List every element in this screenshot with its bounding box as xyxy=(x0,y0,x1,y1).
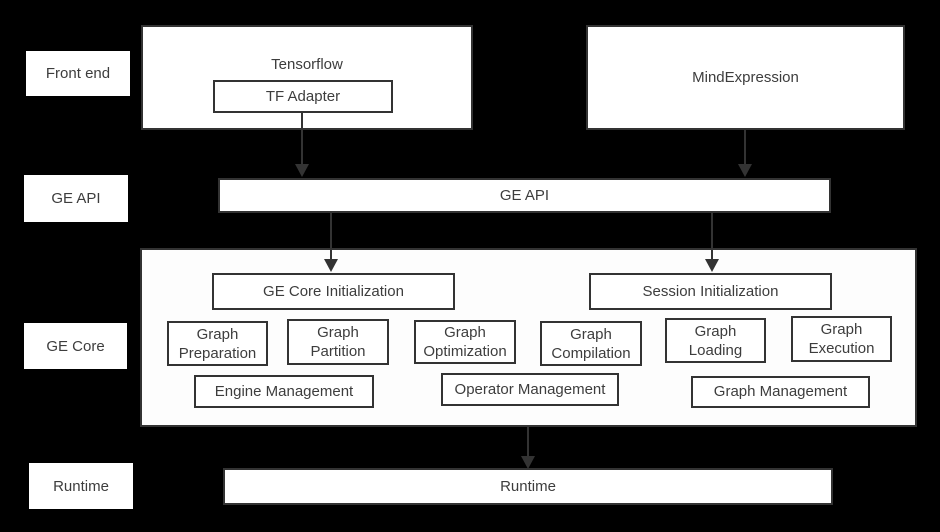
arrow-mind-expression-to-ge-api xyxy=(738,130,752,177)
row-label-ge-api: GE API xyxy=(24,175,128,222)
arrow-ge-api-to-session-initialization xyxy=(705,213,719,272)
arrow-stem xyxy=(527,427,529,457)
graph-execution-box: Graph Execution xyxy=(791,316,892,362)
graph-preparation-box: Graph Preparation xyxy=(167,321,268,366)
arrow-head-icon xyxy=(738,164,752,177)
mind-expression-box: MindExpression xyxy=(586,25,905,130)
operator-management-box: Operator Management xyxy=(441,373,619,406)
runtime-bar: Runtime xyxy=(223,468,833,505)
session-initialization-box: Session Initialization xyxy=(589,273,832,310)
graph-optimization-box: Graph Optimization xyxy=(414,320,516,364)
ge-core-initialization-box: GE Core Initialization xyxy=(212,273,455,310)
arrow-stem xyxy=(301,113,303,165)
graph-compilation-box: Graph Compilation xyxy=(540,321,642,366)
arrow-stem xyxy=(711,213,713,260)
arrow-head-icon xyxy=(324,259,338,272)
arrow-ge-api-to-ge-core-initialization xyxy=(324,213,338,272)
arrow-head-icon xyxy=(705,259,719,272)
arrow-stem xyxy=(744,130,746,165)
row-label-ge-core: GE Core xyxy=(24,323,127,369)
graph-partition-box: Graph Partition xyxy=(287,319,389,365)
arrow-stem xyxy=(330,213,332,260)
ge-api-bar: GE API xyxy=(218,178,831,213)
row-label-front-end: Front end xyxy=(26,51,130,96)
arrow-head-icon xyxy=(521,456,535,469)
arrow-ge-core-to-runtime xyxy=(521,427,535,469)
arrow-head-icon xyxy=(295,164,309,177)
tf-adapter-box: TF Adapter xyxy=(213,80,393,113)
arrow-tf-adapter-to-ge-api xyxy=(295,113,309,177)
graph-loading-box: Graph Loading xyxy=(665,318,766,363)
tensorflow-title: Tensorflow xyxy=(271,56,343,73)
row-label-runtime: Runtime xyxy=(29,463,133,509)
engine-management-box: Engine Management xyxy=(194,375,374,408)
graph-management-box: Graph Management xyxy=(691,376,870,408)
